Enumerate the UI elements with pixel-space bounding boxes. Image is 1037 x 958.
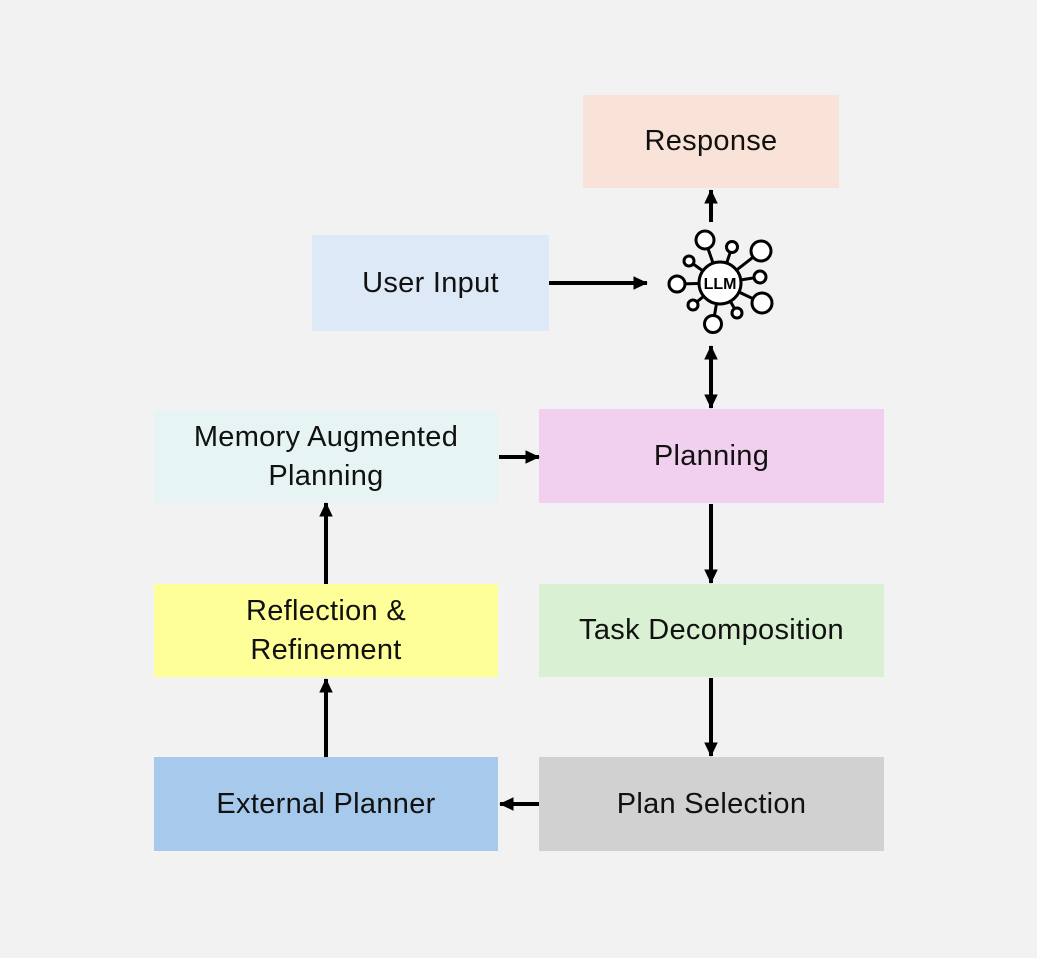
plan-selection-node: Plan Selection: [539, 757, 884, 851]
user-input-node: User Input: [312, 235, 549, 331]
external-planner-label: External Planner: [216, 787, 436, 820]
task-decomposition-label: Task Decomposition: [579, 614, 844, 646]
response-node: Response: [583, 95, 839, 188]
memory-augmented-planning-node: Memory Augmented Planning: [154, 410, 498, 503]
planning-label: Planning: [653, 439, 770, 472]
plan-selection-label: Plan Selection: [616, 787, 807, 820]
external-planner-node: External Planner: [154, 757, 498, 851]
response-label: Response: [644, 125, 778, 157]
reflection-refinement-label: Reflection & Refinement: [246, 594, 406, 666]
llm-network-icon: LLM: [667, 229, 774, 334]
planning-node: Planning: [539, 409, 884, 503]
reflection-refinement-node: Reflection & Refinement: [154, 584, 498, 677]
user-input-label: User Input: [362, 266, 499, 299]
task-decomposition-node: Task Decomposition: [539, 584, 884, 677]
memory-augmented-planning-label: Memory Augmented Planning: [193, 420, 459, 492]
llm-icon-label: LLM: [704, 276, 737, 293]
